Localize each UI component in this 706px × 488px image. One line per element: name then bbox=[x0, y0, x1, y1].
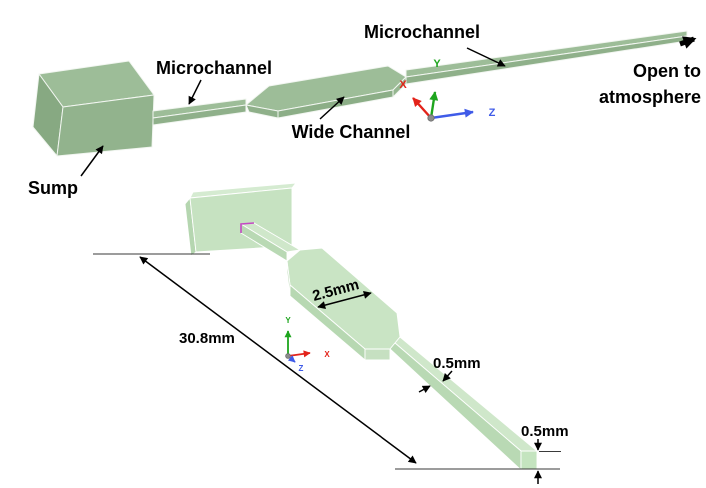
label-total-length: 30.8mm bbox=[179, 330, 235, 347]
dimension-total-length: 30.8mm bbox=[93, 253, 560, 470]
wide-width-dimension-line bbox=[317, 290, 372, 310]
x-axis-label: X bbox=[399, 79, 407, 91]
width-arrow-upper bbox=[442, 370, 453, 382]
total-length-dimension-line bbox=[139, 256, 417, 464]
label-channel-height: 0.5mm bbox=[521, 423, 569, 440]
z-axis-arrow bbox=[430, 108, 474, 120]
label-wide-channel: Wide Channel bbox=[292, 122, 411, 142]
y-axis-arrow bbox=[429, 91, 439, 119]
z-axis-label: Z bbox=[489, 107, 496, 119]
axis-triad-top: X Y Z bbox=[399, 58, 496, 122]
axis-origin-dot bbox=[427, 114, 435, 122]
wide-channel-dimensioned bbox=[286, 247, 401, 361]
label-sump: Sump bbox=[28, 178, 78, 198]
channel-entrance-highlight bbox=[240, 222, 255, 233]
outlet-flow-arrow bbox=[679, 36, 697, 49]
sump-box bbox=[32, 60, 155, 157]
microchannel-right-callout-arrow bbox=[466, 47, 506, 67]
microchannel-1-front-face bbox=[152, 104, 247, 126]
sump-front-face bbox=[56, 94, 155, 157]
x-axis-arrow bbox=[412, 97, 432, 119]
dimension-channel-height: 0.5mm bbox=[521, 423, 569, 484]
microchannel-1 bbox=[152, 98, 247, 126]
wide-channel-callout-arrow bbox=[319, 96, 345, 120]
wide-channel-body bbox=[245, 65, 407, 119]
label-microchannel-left: Microchannel bbox=[156, 58, 272, 78]
label-open-to-atmosphere-line2: atmosphere bbox=[599, 87, 701, 107]
y-axis-label: Y bbox=[433, 58, 441, 70]
channel-outlet-end-face bbox=[520, 450, 538, 471]
axis-origin-dot-bottom bbox=[285, 353, 291, 359]
label-microchannel-width: 0.5mm bbox=[433, 355, 481, 372]
sump-callout-arrow bbox=[80, 145, 104, 177]
label-microchannel-right: Microchannel bbox=[364, 22, 480, 42]
x-axis-arrow-bottom bbox=[287, 350, 311, 358]
y-axis-label-bottom: Y bbox=[285, 316, 291, 325]
top-view: X Y Z Microchannel Microchannel Wide Cha… bbox=[28, 22, 701, 198]
bottom-view: Y X Z 30.8mm 2.5mm 0.5mm 0.5mm bbox=[93, 182, 569, 484]
width-arrow-lower bbox=[418, 385, 431, 393]
label-open-to-atmosphere-line1: Open to bbox=[633, 61, 701, 81]
z-axis-label-bottom: Z bbox=[299, 364, 304, 373]
x-axis-label-bottom: X bbox=[324, 350, 330, 359]
wide-channel2-front-right-face bbox=[364, 348, 391, 361]
dimension-microchannel-width: 0.5mm bbox=[418, 355, 481, 393]
microchannel-left-callout-arrow bbox=[188, 79, 202, 105]
